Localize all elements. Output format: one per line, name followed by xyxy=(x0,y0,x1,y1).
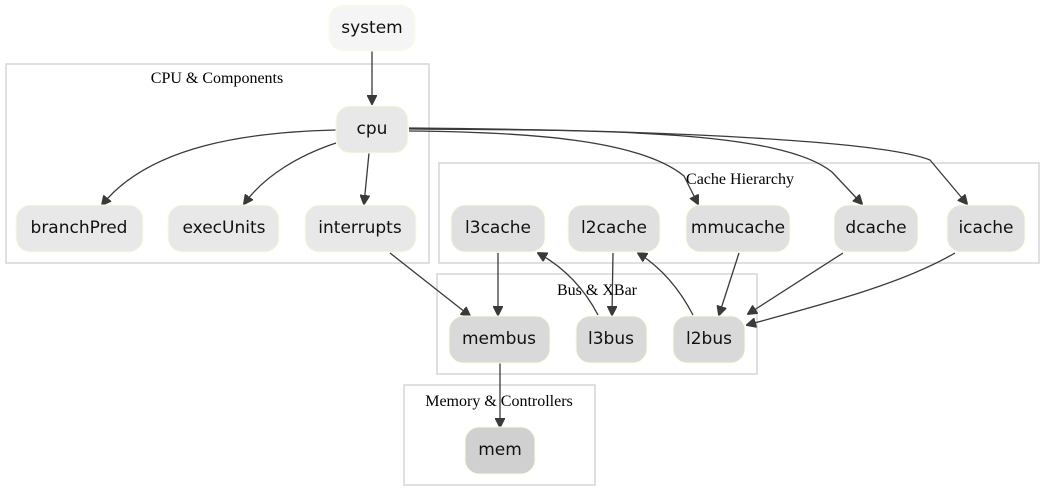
node-label: mem xyxy=(478,440,522,460)
cluster-label: Cache Hierarchy xyxy=(686,171,794,188)
edge-cpu-mmucache xyxy=(408,130,698,204)
edge-cpu-interrupts xyxy=(364,152,369,204)
cluster-label: Memory & Controllers xyxy=(425,393,573,410)
edge-icache-l2bus xyxy=(747,252,956,325)
node-l2bus[interactable]: l2bus xyxy=(672,315,746,364)
edge-cpu-icache xyxy=(408,127,967,204)
node-branchPred[interactable]: branchPred xyxy=(15,204,144,253)
node-interrupts[interactable]: interrupts xyxy=(304,204,417,253)
node-label: membus xyxy=(462,329,536,349)
edge-l2cache-l3bus xyxy=(612,252,613,315)
node-label: cpu xyxy=(357,119,388,139)
edge-interrupts-membus xyxy=(389,252,470,316)
edge-cpu-execUnits xyxy=(244,142,337,204)
node-icache[interactable]: icache xyxy=(946,204,1026,253)
node-dcache[interactable]: dcache xyxy=(833,204,919,253)
edge-l2bus-l2cache xyxy=(638,253,694,316)
edge-mmucache-l2bus xyxy=(719,252,740,315)
node-label: branchPred xyxy=(31,218,128,238)
node-label: l3bus xyxy=(588,329,634,349)
node-label: icache xyxy=(958,218,1013,238)
edge-dcache-l2bus xyxy=(748,252,844,314)
node-label: execUnits xyxy=(183,218,266,238)
node-label: system xyxy=(341,18,402,38)
node-l2cache[interactable]: l2cache xyxy=(567,204,661,253)
node-label: l2bus xyxy=(686,329,732,349)
node-label: mmucache xyxy=(691,218,785,238)
node-l3bus[interactable]: l3bus xyxy=(575,315,648,364)
node-label: l3cache xyxy=(465,218,531,238)
node-label: interrupts xyxy=(318,218,402,238)
node-label: dcache xyxy=(845,218,906,238)
node-mmucache[interactable]: mmucache xyxy=(685,204,791,253)
node-execUnits[interactable]: execUnits xyxy=(167,204,280,253)
cluster-label: Bus & XBar xyxy=(557,282,638,299)
node-label: l2cache xyxy=(581,218,647,238)
node-cpu[interactable]: cpu xyxy=(335,105,409,154)
node-l3cache[interactable]: l3cache xyxy=(450,204,546,253)
node-mem[interactable]: mem xyxy=(464,426,536,475)
edge-l3bus-l3cache xyxy=(538,253,599,316)
edges xyxy=(102,51,967,427)
edge-cpu-branchPred xyxy=(102,129,337,205)
cluster-label: CPU & Components xyxy=(151,70,283,87)
node-membus[interactable]: membus xyxy=(448,315,551,364)
node-system[interactable]: system xyxy=(328,4,416,52)
